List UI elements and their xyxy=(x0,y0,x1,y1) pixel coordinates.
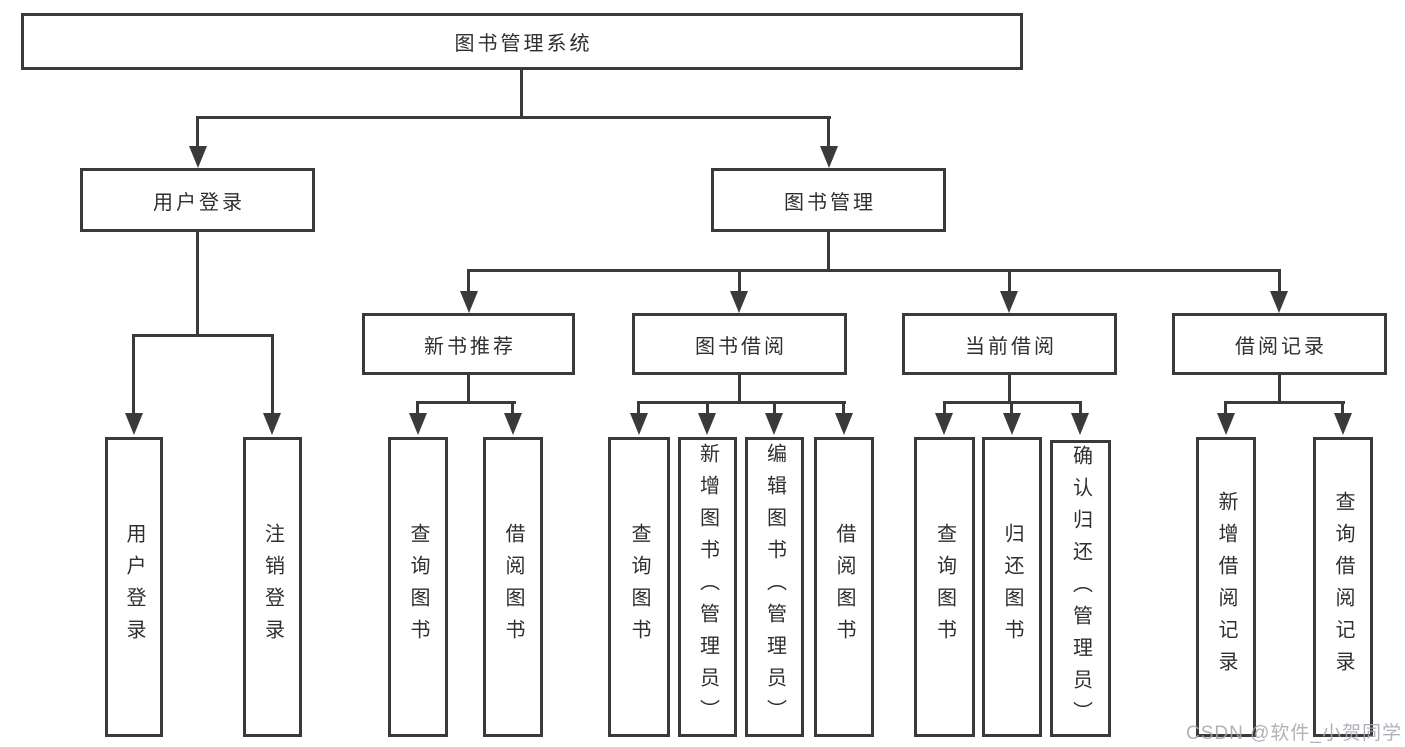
node-current-borrowing-label: 当前借阅 xyxy=(965,335,1057,358)
arrowhead-down-icon xyxy=(630,413,648,435)
node-user-login-label: 用户登录 xyxy=(153,191,245,214)
node-book-mgmt: 图书管理 xyxy=(711,168,946,232)
arrowhead-down-icon xyxy=(125,413,143,435)
connector-hline xyxy=(132,334,274,337)
leaf-borrow-books-1-label: 借阅图书 xyxy=(502,523,524,651)
leaf-confirm-return: 确认归还（管理员） xyxy=(1050,440,1111,737)
leaf-query-books-1-label: 查询图书 xyxy=(407,523,429,651)
leaf-query-borrow-record-label: 查询借阅记录 xyxy=(1332,491,1354,683)
node-user-login: 用户登录 xyxy=(80,168,315,232)
arrowhead-down-icon xyxy=(820,146,838,168)
arrowhead-down-icon xyxy=(1334,413,1352,435)
leaf-add-borrow-record: 新增借阅记录 xyxy=(1196,437,1256,737)
leaf-edit-books: 编辑图书（管理员） xyxy=(745,437,804,737)
leaf-query-books-1: 查询图书 xyxy=(388,437,448,737)
connector-vline xyxy=(637,401,640,416)
leaf-borrow-books-2: 借阅图书 xyxy=(814,437,874,737)
leaf-edit-books-label: 编辑图书（管理员） xyxy=(763,443,786,731)
connector-vline xyxy=(271,334,274,416)
connector-vline xyxy=(511,401,514,416)
leaf-add-books: 新增图书（管理员） xyxy=(678,437,737,737)
connector-vline xyxy=(1278,269,1281,294)
arrowhead-down-icon xyxy=(1000,291,1018,313)
leaf-borrow-books-1: 借阅图书 xyxy=(483,437,543,737)
arrowhead-down-icon xyxy=(935,413,953,435)
connector-vline xyxy=(943,401,946,416)
node-current-borrowing: 当前借阅 xyxy=(902,313,1117,375)
leaf-logout: 注销登录 xyxy=(243,437,302,737)
connector-hline xyxy=(196,116,831,119)
arrowhead-down-icon xyxy=(1003,413,1021,435)
leaf-add-books-label: 新增图书（管理员） xyxy=(696,443,719,731)
arrowhead-down-icon xyxy=(698,413,716,435)
connector-hline xyxy=(637,401,846,404)
node-book-borrowing: 图书借阅 xyxy=(632,313,847,375)
connector-vline xyxy=(196,232,199,337)
connector-hline xyxy=(1224,401,1345,404)
connector-vline xyxy=(520,70,523,118)
node-new-books-label: 新书推荐 xyxy=(424,335,516,358)
arrowhead-down-icon xyxy=(730,291,748,313)
leaf-query-borrow-record: 查询借阅记录 xyxy=(1313,437,1373,737)
node-root-label: 图书管理系统 xyxy=(454,33,593,55)
connector-vline xyxy=(1278,375,1281,404)
node-new-books: 新书推荐 xyxy=(362,313,575,375)
leaf-logout-label: 注销登录 xyxy=(261,523,284,651)
leaf-confirm-return-label: 确认归还（管理员） xyxy=(1069,444,1092,733)
connector-vline xyxy=(196,116,199,149)
connector-vline xyxy=(773,401,776,416)
leaf-query-books-2-label: 查询图书 xyxy=(628,523,650,651)
connector-vline xyxy=(706,401,709,416)
node-borrowing-records: 借阅记录 xyxy=(1172,313,1387,375)
leaf-borrow-books-2-label: 借阅图书 xyxy=(833,523,855,651)
connector-vline xyxy=(1224,401,1227,416)
connector-vline xyxy=(827,232,830,272)
leaf-query-books-3: 查询图书 xyxy=(914,437,975,737)
connector-vline xyxy=(416,401,419,416)
arrowhead-down-icon xyxy=(460,291,478,313)
arrowhead-down-icon xyxy=(835,413,853,435)
leaf-return-books-label: 归还图书 xyxy=(1001,523,1023,651)
connector-vline xyxy=(467,375,470,404)
arrowhead-down-icon xyxy=(409,413,427,435)
connector-vline xyxy=(738,375,741,404)
arrowhead-down-icon xyxy=(1217,413,1235,435)
connector-vline xyxy=(467,269,470,294)
leaf-add-borrow-record-label: 新增借阅记录 xyxy=(1215,491,1237,683)
connector-hline xyxy=(467,269,1281,272)
node-root: 图书管理系统 xyxy=(21,13,1023,70)
connector-hline xyxy=(416,401,516,404)
connector-vline xyxy=(738,269,741,294)
node-borrowing-records-label: 借阅记录 xyxy=(1235,335,1327,358)
watermark: CSDN @软件_小贺同学 xyxy=(1186,723,1402,744)
connector-vline xyxy=(132,334,135,416)
arrowhead-down-icon xyxy=(504,413,522,435)
leaf-user-login: 用户登录 xyxy=(105,437,163,737)
arrowhead-down-icon xyxy=(189,146,207,168)
node-book-borrowing-label: 图书借阅 xyxy=(695,335,787,358)
connector-vline xyxy=(1079,401,1082,416)
arrowhead-down-icon xyxy=(1071,413,1089,435)
connector-vline xyxy=(1010,401,1013,416)
arrowhead-down-icon xyxy=(765,413,783,435)
leaf-return-books: 归还图书 xyxy=(982,437,1042,737)
connector-vline xyxy=(1341,401,1344,416)
arrowhead-down-icon xyxy=(263,413,281,435)
node-book-mgmt-label: 图书管理 xyxy=(784,191,876,214)
connector-vline xyxy=(842,401,845,416)
leaf-user-login-label: 用户登录 xyxy=(123,523,145,651)
leaf-query-books-2: 查询图书 xyxy=(608,437,670,737)
connector-vline xyxy=(1008,269,1011,294)
connector-vline xyxy=(1008,375,1011,404)
leaf-query-books-3-label: 查询图书 xyxy=(933,523,956,651)
connector-vline xyxy=(827,116,830,149)
arrowhead-down-icon xyxy=(1270,291,1288,313)
